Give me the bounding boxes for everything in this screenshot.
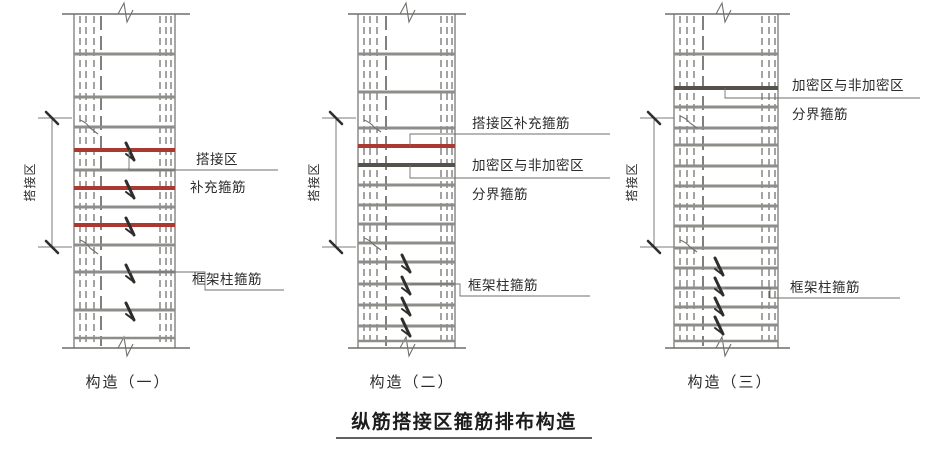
stirrup-group-1 <box>74 52 175 340</box>
caption-construction-two: 构造（二） <box>369 373 454 391</box>
diagram-construction-one: 搭接区 搭接区 补充箍筋 框架柱箍筋 构造（一） <box>22 1 284 391</box>
dimension-lap-zone-1 <box>38 110 72 255</box>
page-title: 纵筋搭接区箍筋排布构造 <box>351 410 577 433</box>
stirrup-hook-group-1 <box>124 141 136 322</box>
label-boundary-stirrup-3: 分界箍筋 <box>792 106 848 123</box>
label-frame-column-stirrup-1: 框架柱箍筋 <box>192 271 262 288</box>
caption-construction-three: 构造（三） <box>687 373 772 391</box>
break-symbol-1-bottom <box>117 335 134 358</box>
diagram-construction-two: 搭接区 搭接区补充箍筋 加密区与非加密区 分界箍筋 框架柱箍筋 构造（二） <box>306 1 610 391</box>
column-outline-3 <box>665 13 790 349</box>
dimension-lap-zone-3 <box>640 110 674 255</box>
diagram-construction-three: 搭接区 加密区与非加密区 分界箍筋 框架柱箍筋 构造（三） <box>624 1 920 391</box>
leader-lines-2 <box>409 133 610 297</box>
longitudinal-rebar-group-1 <box>79 16 172 346</box>
longitudinal-rebar-group-3 <box>679 16 776 346</box>
leader-lines-3 <box>724 88 920 299</box>
stirrup-hook-group-2 <box>400 253 412 338</box>
column-outline-2 <box>348 13 466 349</box>
rebar-bend-marks-3 <box>679 115 698 253</box>
break-symbol-1-top <box>117 1 134 24</box>
rebar-bend-marks-1 <box>79 119 99 255</box>
longitudinal-rebar-group-2 <box>363 16 453 346</box>
label-boundary-stirrup-2: 分界箍筋 <box>472 186 528 203</box>
label-lap-zone-supplementary-stirrup-2: 搭接区补充箍筋 <box>472 115 570 132</box>
leader-lines-1 <box>128 150 284 291</box>
label-frame-column-stirrup-3: 框架柱箍筋 <box>790 279 860 296</box>
label-lap-zone-1: 搭接区 <box>196 151 238 168</box>
label-dense-nondense-zone-3: 加密区与非加密区 <box>792 77 904 94</box>
label-frame-column-stirrup-2: 框架柱箍筋 <box>468 277 538 294</box>
label-dense-nondense-zone-2: 加密区与非加密区 <box>472 157 584 174</box>
break-symbol-3-top <box>715 1 732 24</box>
stirrup-hook-group-3 <box>713 256 725 336</box>
break-symbol-2-top <box>399 1 416 24</box>
break-symbol-3-bottom <box>715 335 732 358</box>
dimension-lap-zone-2 <box>322 110 356 255</box>
dimension-label-3: 搭接区 <box>624 162 639 201</box>
break-symbol-2-bottom <box>399 335 416 358</box>
dimension-label-1: 搭接区 <box>22 162 37 201</box>
caption-construction-one: 构造（一） <box>85 373 170 391</box>
rebar-bend-marks-2 <box>363 119 382 251</box>
label-supplementary-stirrup-1: 补充箍筋 <box>190 179 246 196</box>
dimension-label-2: 搭接区 <box>306 162 321 201</box>
stirrup-group-2 <box>358 52 455 343</box>
